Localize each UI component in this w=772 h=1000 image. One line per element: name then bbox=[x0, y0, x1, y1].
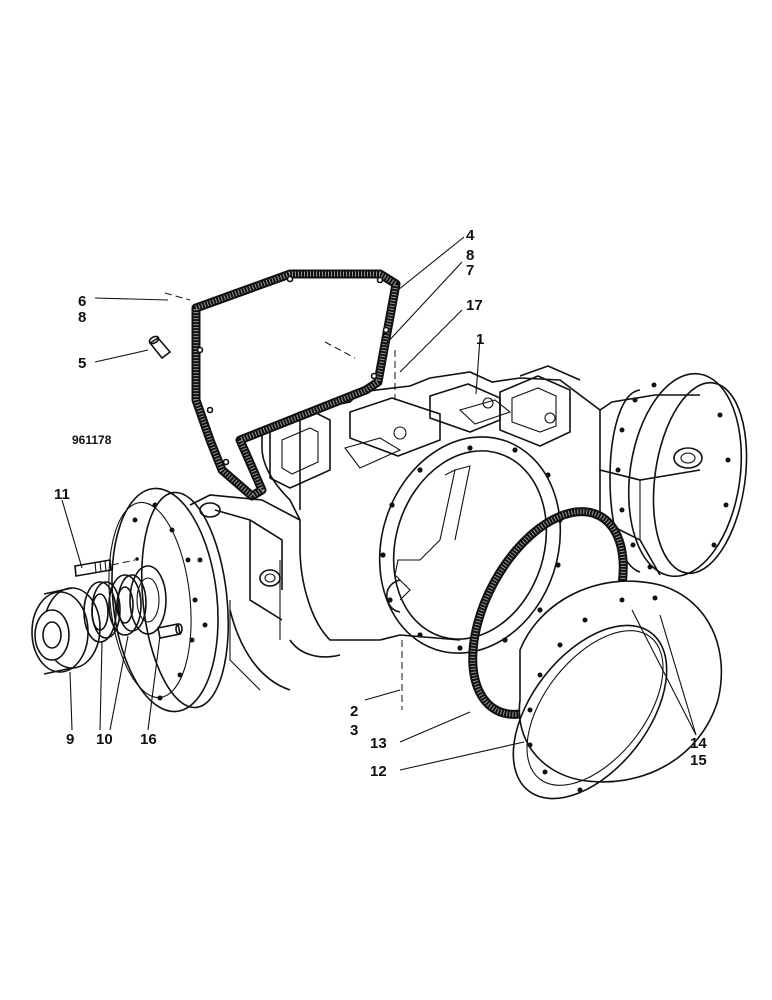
dowel-part-5 bbox=[148, 335, 172, 360]
callout-8-upper: 8 bbox=[466, 247, 474, 264]
callout-labels: 1 2 3 4 5 6 7 8 8 9 10 11 12 13 14 15 16… bbox=[54, 227, 707, 780]
callout-13: 13 bbox=[370, 735, 387, 752]
callout-9: 9 bbox=[66, 731, 74, 748]
callout-3: 3 bbox=[350, 722, 358, 739]
leader-lines bbox=[61, 236, 697, 771]
differential-cover-part-12 bbox=[512, 580, 723, 800]
pinion-flange-part-9 bbox=[31, 587, 101, 675]
callout-12: 12 bbox=[370, 763, 387, 780]
callout-8-lower: 8 bbox=[78, 309, 86, 326]
callout-14: 14 bbox=[690, 735, 707, 752]
callout-11: 11 bbox=[54, 486, 70, 503]
callout-16: 16 bbox=[140, 731, 157, 748]
left-wheel-flange bbox=[108, 487, 230, 713]
callout-17: 17 bbox=[466, 297, 483, 314]
drawing-reference-number: 961178 bbox=[72, 433, 112, 447]
top-cover-gasket bbox=[191, 269, 401, 501]
callout-7: 7 bbox=[466, 262, 474, 279]
right-wheel-flange bbox=[609, 372, 748, 578]
callout-1: 1 bbox=[476, 331, 484, 348]
alignment-lines bbox=[164, 292, 403, 710]
housing-bore-flange bbox=[378, 436, 562, 654]
callout-2: 2 bbox=[350, 703, 358, 720]
callout-10: 10 bbox=[96, 731, 113, 748]
callout-4: 4 bbox=[466, 227, 475, 244]
dowel-part-16 bbox=[157, 623, 183, 639]
callout-5: 5 bbox=[78, 355, 86, 372]
stud-part-11 bbox=[74, 557, 139, 577]
axle-housing bbox=[189, 365, 703, 691]
bearing-parts-10 bbox=[83, 565, 167, 643]
callout-15: 15 bbox=[690, 752, 707, 769]
callout-6: 6 bbox=[78, 293, 86, 310]
